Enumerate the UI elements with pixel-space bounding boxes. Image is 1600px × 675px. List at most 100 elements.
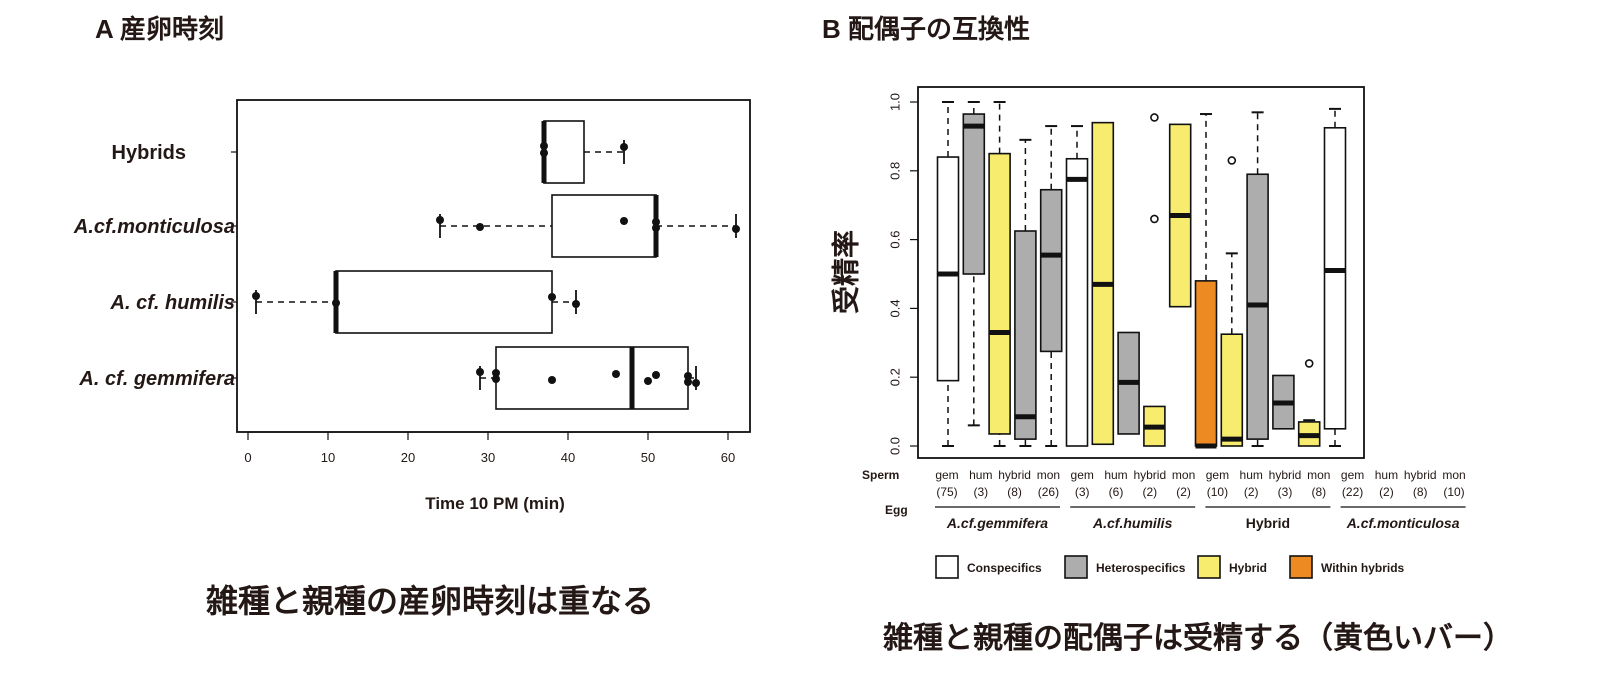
data-point bbox=[652, 218, 660, 226]
box bbox=[1065, 157, 1089, 447]
box bbox=[495, 346, 689, 410]
group-label: A. cf. humilis bbox=[110, 292, 235, 314]
data-point bbox=[572, 300, 580, 308]
legend-swatch bbox=[1289, 555, 1313, 579]
data-point bbox=[612, 370, 620, 378]
legend-swatch bbox=[935, 555, 959, 579]
legend-swatch bbox=[1197, 555, 1221, 579]
x-tick-label: 50 bbox=[641, 450, 655, 465]
panel-b-title: B 配偶子の互換性 bbox=[822, 14, 1030, 44]
data-point bbox=[476, 223, 484, 231]
egg-group-label: Hybrid bbox=[1246, 515, 1290, 531]
legend-label: Hybrid bbox=[1229, 561, 1267, 575]
data-point bbox=[652, 371, 660, 379]
y-tick-label: 1.0 bbox=[887, 93, 902, 111]
data-point bbox=[252, 292, 260, 300]
data-point bbox=[692, 379, 700, 387]
y-tick-label: 0.4 bbox=[887, 299, 902, 317]
data-point bbox=[540, 149, 548, 157]
data-point bbox=[548, 293, 556, 301]
outlier bbox=[1150, 113, 1159, 122]
data-point bbox=[540, 142, 548, 150]
sperm-label: gem bbox=[1206, 468, 1229, 482]
legend-label: Heterospecifics bbox=[1096, 561, 1186, 575]
sample-size: (3) bbox=[1278, 485, 1293, 499]
sample-size: (2) bbox=[1244, 485, 1259, 499]
panel-b-caption: 雑種と親種の配偶子は受精する（黄色いバー） bbox=[882, 621, 1513, 655]
y-axis-label: 受精率 bbox=[829, 230, 861, 314]
sperm-label: hybrid bbox=[1404, 468, 1437, 482]
data-point bbox=[684, 378, 692, 386]
sample-size: (26) bbox=[1038, 485, 1059, 499]
box bbox=[1014, 230, 1037, 440]
outlier bbox=[1304, 359, 1314, 368]
x-tick-label: 30 bbox=[481, 450, 495, 465]
y-tick-label: 0.6 bbox=[887, 231, 902, 249]
y-tick-label: 0.2 bbox=[887, 368, 902, 386]
data-point bbox=[492, 375, 500, 383]
box bbox=[1039, 188, 1063, 353]
panel-a-caption: 雑種と親種の産卵時刻は重なる bbox=[205, 583, 654, 619]
egg-row-label: Egg bbox=[885, 503, 908, 517]
box bbox=[551, 194, 657, 258]
box bbox=[335, 270, 553, 334]
sample-size: (3) bbox=[1075, 485, 1090, 499]
sample-size: (75) bbox=[936, 485, 957, 499]
egg-group-label: A.cf.humilis bbox=[1092, 515, 1173, 531]
data-point bbox=[620, 143, 628, 151]
sample-size: (8) bbox=[1007, 485, 1022, 499]
data-point bbox=[332, 299, 340, 307]
box bbox=[543, 120, 585, 184]
box bbox=[1194, 280, 1218, 447]
x-tick-label: 0 bbox=[244, 450, 251, 465]
sample-size: (8) bbox=[1311, 485, 1326, 499]
sperm-label: hybrid bbox=[1133, 468, 1166, 482]
data-point bbox=[548, 376, 556, 384]
panel-a-title: A 産卵時刻 bbox=[95, 14, 224, 44]
box bbox=[962, 113, 986, 275]
box bbox=[1323, 127, 1347, 430]
box bbox=[1220, 333, 1244, 447]
sperm-label: gem bbox=[1341, 468, 1364, 482]
group-label: Hybrids bbox=[112, 142, 186, 164]
y-tick-label: 0.0 bbox=[887, 437, 902, 455]
legend-label: Conspecifics bbox=[967, 561, 1042, 575]
data-point bbox=[492, 369, 500, 377]
sample-size: (6) bbox=[1109, 485, 1124, 499]
sperm-label: mon bbox=[1307, 468, 1330, 482]
sample-size: (2) bbox=[1379, 485, 1394, 499]
sperm-label: gem bbox=[1071, 468, 1094, 482]
sperm-label: hum bbox=[969, 468, 992, 482]
data-point bbox=[644, 377, 652, 385]
data-point bbox=[436, 216, 444, 224]
sperm-label: hybrid bbox=[998, 468, 1031, 482]
sperm-label: mon bbox=[1037, 468, 1060, 482]
x-axis-label: Time 10 PM (min) bbox=[425, 494, 565, 513]
y-tick-label: 0.8 bbox=[887, 162, 902, 180]
sample-size: (8) bbox=[1413, 485, 1428, 499]
sperm-label: gem bbox=[935, 468, 958, 482]
data-point bbox=[476, 368, 484, 376]
sperm-label: mon bbox=[1442, 468, 1465, 482]
group-label: A.cf.monticulosa bbox=[73, 216, 235, 238]
group-label: A. cf. gemmifera bbox=[78, 368, 235, 390]
x-tick-label: 60 bbox=[721, 450, 735, 465]
sperm-label: hybrid bbox=[1269, 468, 1302, 482]
x-tick-label: 20 bbox=[401, 450, 415, 465]
sample-size: (10) bbox=[1207, 485, 1228, 499]
sample-size: (2) bbox=[1142, 485, 1157, 499]
data-point bbox=[732, 225, 740, 233]
legend-label: Within hybrids bbox=[1321, 561, 1405, 575]
egg-group-label: A.cf.gemmifera bbox=[946, 515, 1048, 531]
sperm-label: hum bbox=[1104, 468, 1127, 482]
egg-group-label: A.cf.monticulosa bbox=[1346, 515, 1460, 531]
data-point bbox=[684, 372, 692, 380]
box bbox=[988, 152, 1011, 435]
x-tick-label: 10 bbox=[321, 450, 335, 465]
sample-size: (3) bbox=[973, 485, 988, 499]
legend-swatch bbox=[1064, 555, 1088, 579]
panel-b-plot-frame bbox=[917, 86, 1365, 459]
sample-size: (2) bbox=[1176, 485, 1191, 499]
x-tick-label: 40 bbox=[561, 450, 575, 465]
